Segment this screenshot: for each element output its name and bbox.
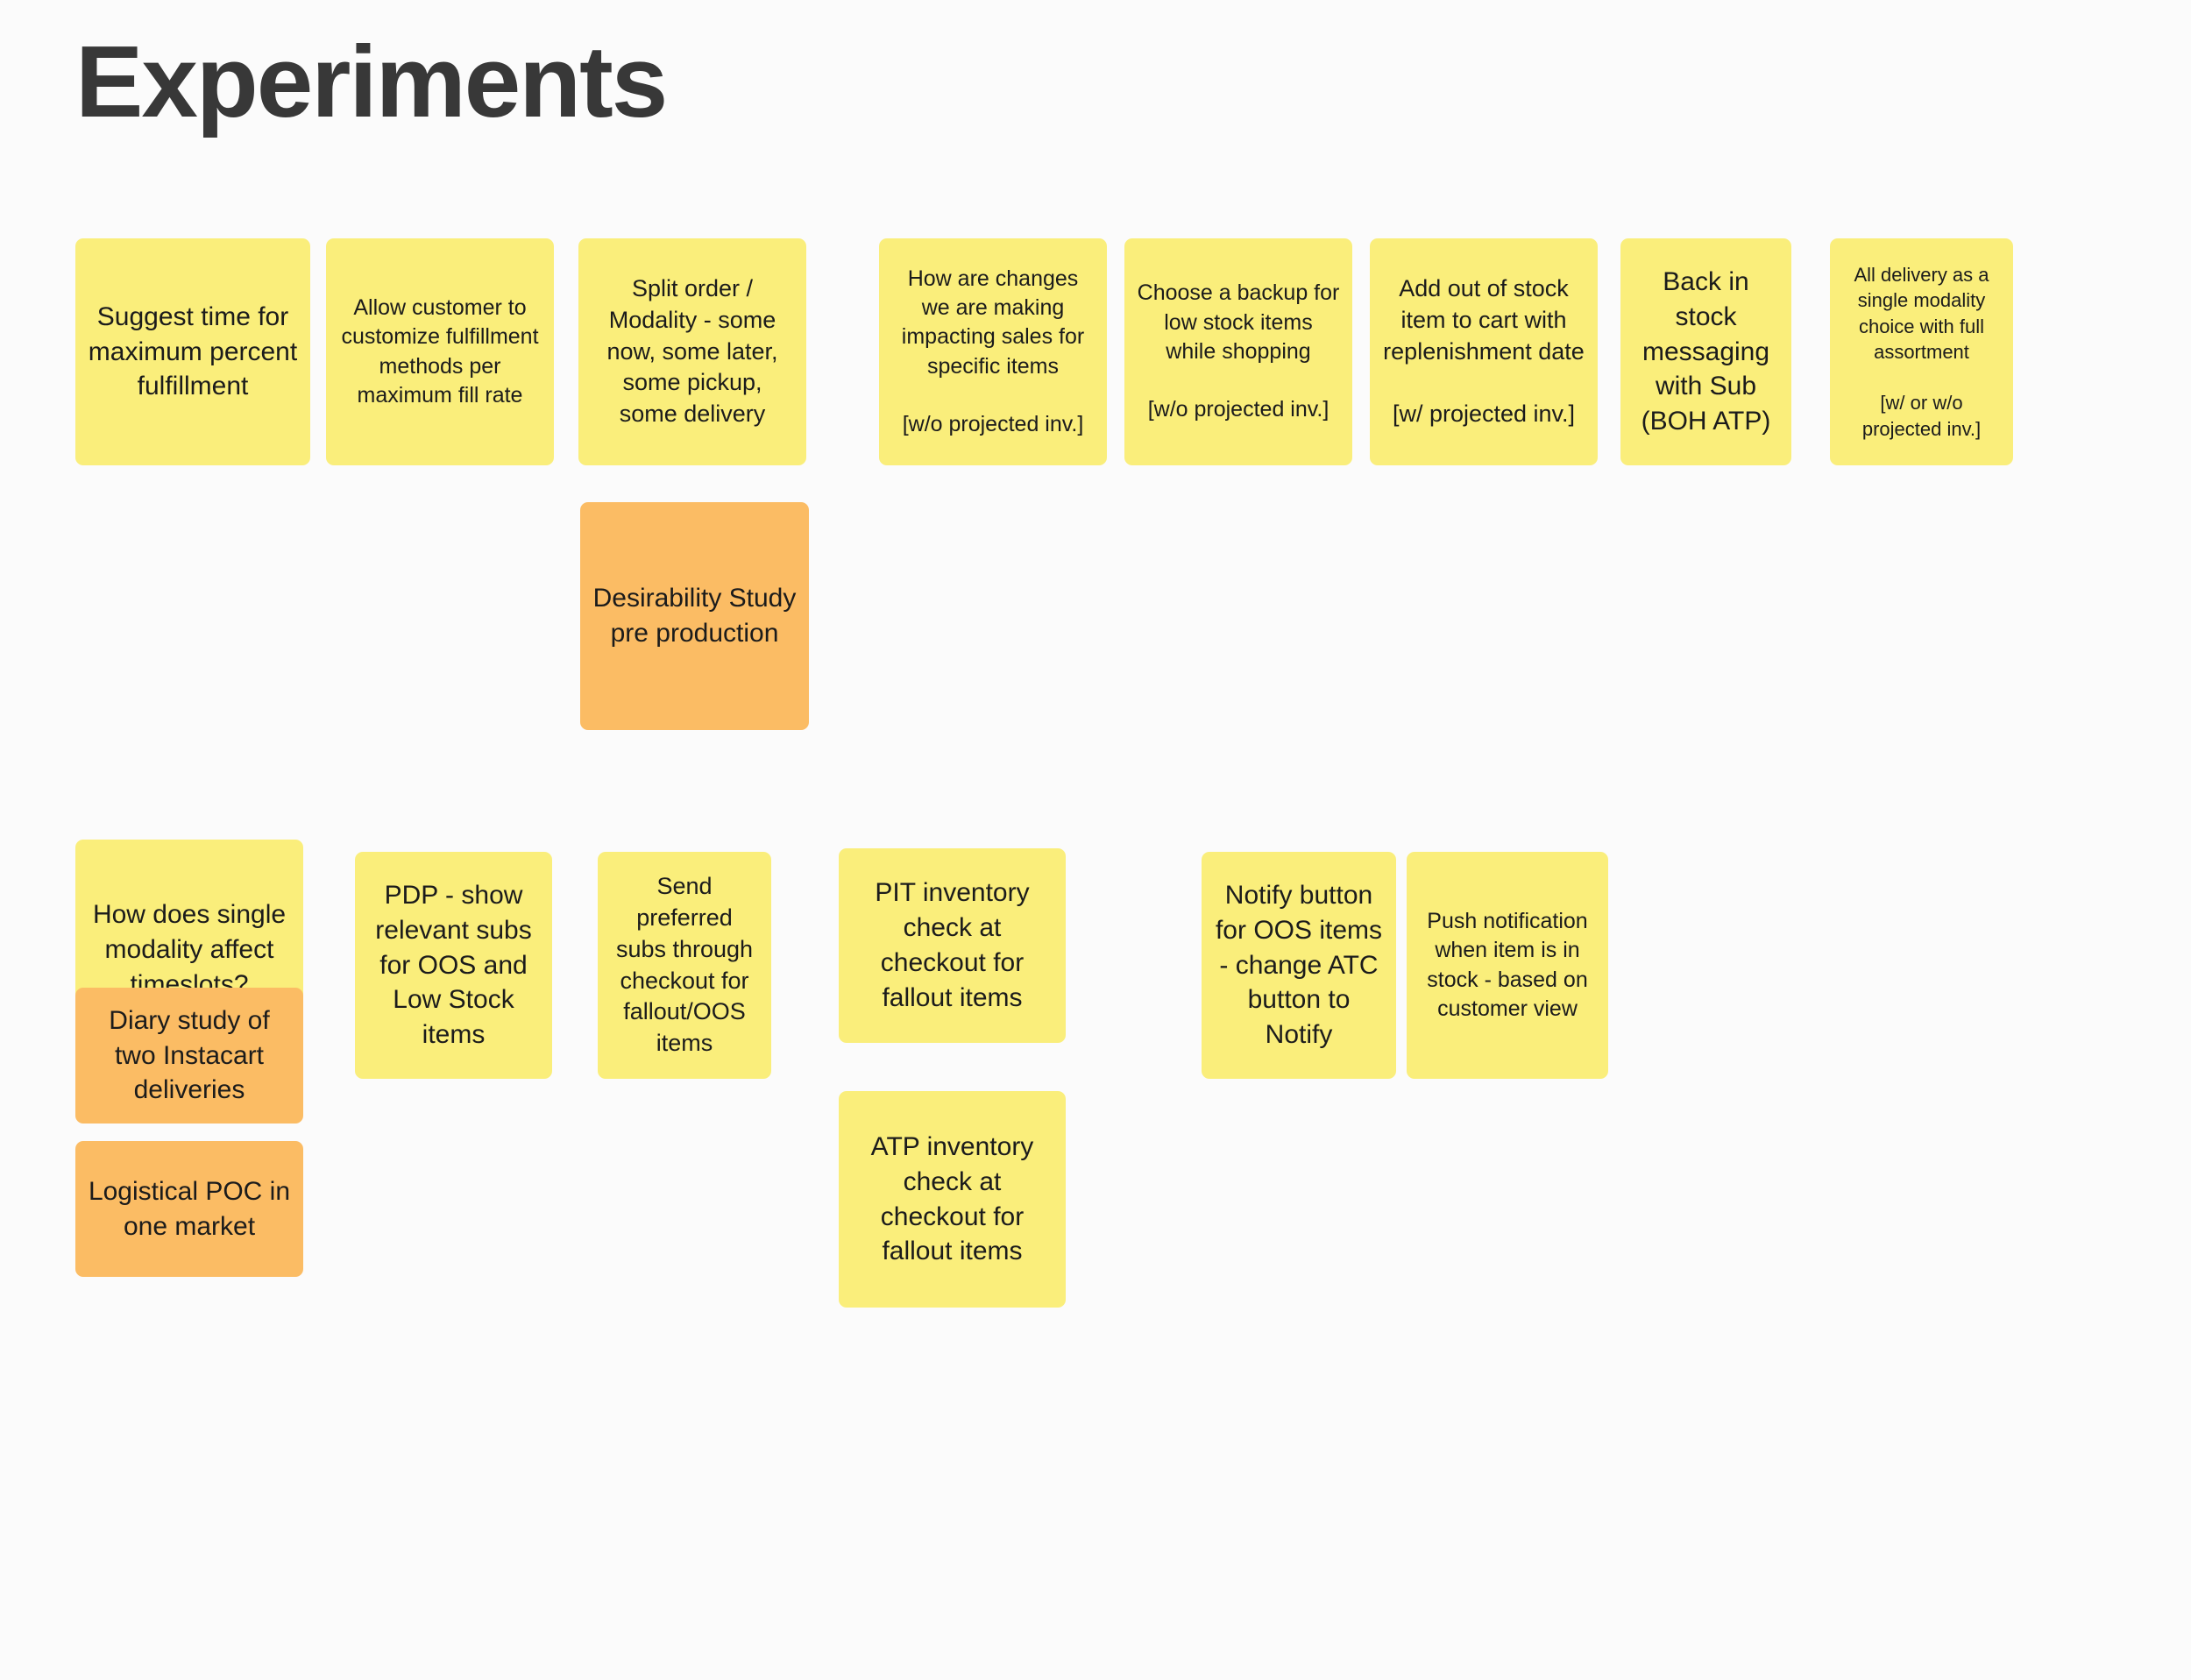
sticky-note-text: Send preferred subs through checkout for…: [615, 872, 754, 1057]
sticky-note-text: All delivery as a single modality choice…: [1854, 264, 1989, 440]
sticky-note-suggest-time-maximum-fulfillment[interactable]: Suggest time for maximum percent fulfill…: [75, 238, 310, 465]
sticky-note-back-in-stock-messaging[interactable]: Back in stock messaging with Sub (BOH AT…: [1620, 238, 1791, 465]
sticky-note-desirability-study-pre-production[interactable]: Desirability Study pre production: [580, 502, 809, 730]
page-title: Experiments: [75, 25, 668, 138]
sticky-note-text: How does single modality affect timeslot…: [92, 900, 287, 999]
sticky-note-split-order-modality[interactable]: Split order / Modality - some now, some …: [578, 238, 806, 465]
sticky-note-text: Suggest time for maximum percent fulfill…: [88, 301, 298, 401]
sticky-note-notify-button-oos-items[interactable]: Notify button for OOS items - change ATC…: [1202, 852, 1396, 1079]
sticky-note-send-preferred-subs-checkout[interactable]: Send preferred subs through checkout for…: [598, 852, 771, 1079]
sticky-note-text: Allow customer to customize fulfillment …: [341, 295, 539, 408]
sticky-note-text: Choose a backup for low stock items whil…: [1137, 280, 1340, 422]
sticky-note-text: Desirability Study pre production: [592, 584, 797, 648]
sticky-note-text: Notify button for OOS items - change ATC…: [1215, 880, 1383, 1050]
sticky-note-text: Back in stock messaging with Sub (BOH AT…: [1641, 266, 1771, 436]
sticky-note-add-oos-item-to-cart[interactable]: Add out of stock item to cart with reple…: [1370, 238, 1598, 465]
sticky-note-atp-inventory-check-checkout[interactable]: ATP inventory check at checkout for fall…: [839, 1091, 1066, 1308]
sticky-note-how-are-changes-impacting-sales[interactable]: How are changes we are making impacting …: [879, 238, 1107, 465]
sticky-note-text: Split order / Modality - some now, some …: [606, 274, 778, 428]
sticky-note-choose-backup-low-stock[interactable]: Choose a backup for low stock items whil…: [1124, 238, 1352, 465]
sticky-note-all-delivery-single-modality[interactable]: All delivery as a single modality choice…: [1830, 238, 2013, 465]
sticky-note-text: PIT inventory check at checkout for fall…: [875, 878, 1030, 1012]
sticky-note-push-notification-in-stock[interactable]: Push notification when item is in stock …: [1407, 852, 1608, 1079]
sticky-note-text: How are changes we are making impacting …: [901, 266, 1085, 436]
sticky-note-pit-inventory-check-checkout[interactable]: PIT inventory check at checkout for fall…: [839, 848, 1066, 1043]
sticky-note-allow-customer-customize-fulfillment[interactable]: Allow customer to customize fulfillment …: [326, 238, 554, 465]
sticky-note-text: ATP inventory check at checkout for fall…: [870, 1131, 1034, 1266]
sticky-note-pdp-show-relevant-subs[interactable]: PDP - show relevant subs for OOS and Low…: [355, 852, 552, 1079]
sticky-note-logistical-poc-one-market[interactable]: Logistical POC in one market: [75, 1141, 303, 1277]
sticky-note-text: Logistical POC in one market: [88, 1176, 291, 1241]
sticky-note-text: Add out of stock item to cart with reple…: [1383, 274, 1585, 428]
sticky-note-text: Diary study of two Instacart deliveries: [109, 1005, 270, 1105]
sticky-note-text: PDP - show relevant subs for OOS and Low…: [375, 880, 532, 1050]
sticky-note-text: Push notification when item is in stock …: [1427, 909, 1588, 1021]
sticky-note-diary-study-two-instacart-deliveries[interactable]: Diary study of two Instacart deliveries: [75, 988, 303, 1124]
